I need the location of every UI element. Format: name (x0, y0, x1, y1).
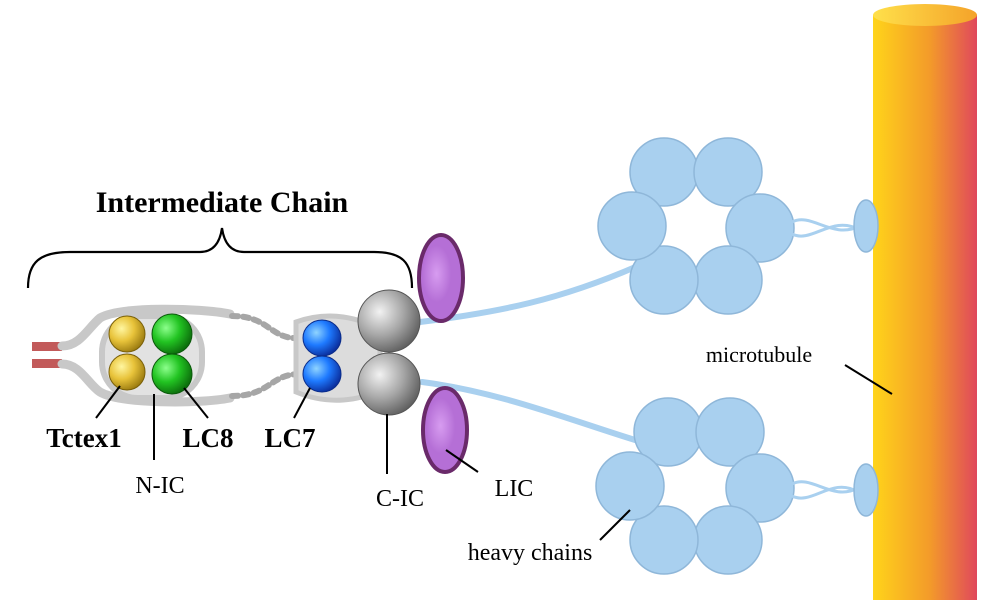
label-microtubule: microtubule (706, 342, 812, 367)
label-intermediate-chain: Intermediate Chain (96, 186, 349, 219)
lc8-dimer (151, 313, 193, 395)
n-ic-scaffold (57, 304, 235, 407)
label-lic: LIC (495, 476, 534, 502)
heavy-chain-ring-lower (595, 397, 795, 575)
label-lc7: LC7 (264, 423, 315, 453)
label-c-ic: C-IC (376, 486, 424, 512)
heavy-chain-ring-upper (597, 137, 795, 315)
intermediate-chain-bracket (26, 227, 414, 289)
microtubule (873, 4, 977, 600)
lic-domains (417, 233, 469, 474)
leader-lines (95, 364, 893, 541)
mt-binding-stalks (791, 218, 861, 500)
label-tctex1: Tctex1 (46, 423, 122, 453)
label-heavy-chains: heavy chains (468, 540, 593, 566)
label-lc8: LC8 (182, 423, 233, 453)
mt-binding-domains (853, 199, 879, 517)
n-terminal-tag (32, 342, 62, 368)
c-ic-domains (357, 289, 421, 416)
label-n-ic: N-IC (135, 473, 184, 499)
tctex1-dimer (108, 315, 146, 391)
flexible-linker (229, 313, 303, 399)
lc7-dimer (302, 319, 342, 393)
